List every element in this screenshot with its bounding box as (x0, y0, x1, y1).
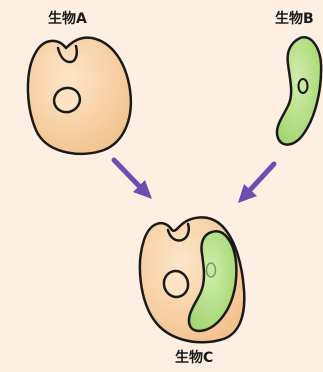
organism-b-label: 生物B (275, 11, 314, 27)
arrow-b-to-c (238, 164, 274, 203)
arrow-a-to-c (114, 160, 152, 199)
organism-a-label: 生物A (48, 11, 87, 27)
organism-b-nucleus (299, 79, 308, 93)
organism-c-label: 生物C (175, 350, 213, 366)
organism-c (140, 217, 244, 342)
organism-a (28, 38, 131, 154)
organism-c-chloroplast-nucleus (207, 263, 216, 277)
organism-b (277, 37, 321, 144)
